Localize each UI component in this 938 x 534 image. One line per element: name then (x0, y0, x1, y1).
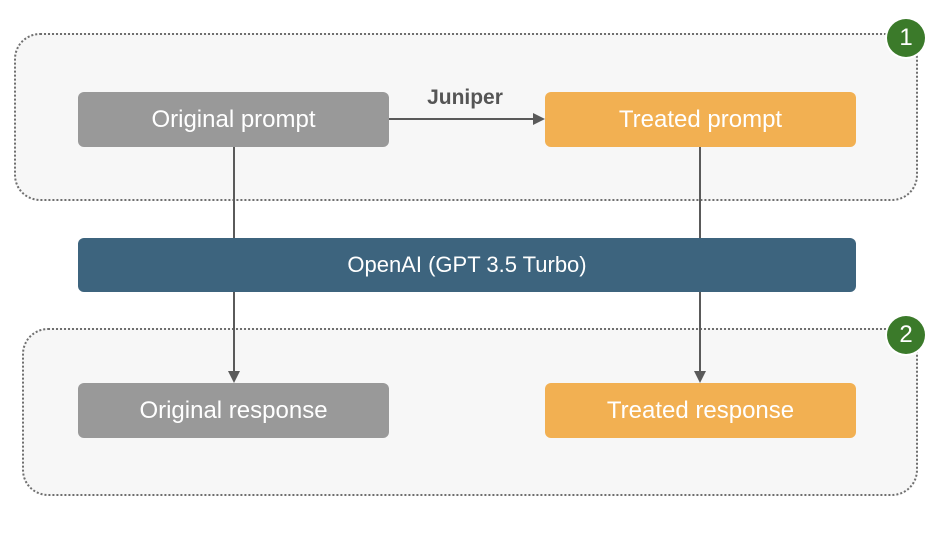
original-prompt-label: Original prompt (151, 105, 316, 133)
treated-response-node: Treated response (545, 383, 856, 438)
model-node: OpenAI (GPT 3.5 Turbo) (78, 238, 856, 292)
treated-prompt-node: Treated prompt (545, 92, 856, 147)
region-1-badge: 1 (887, 19, 925, 57)
original-response-label: Original response (139, 396, 328, 424)
juniper-label: Juniper (427, 86, 503, 109)
treated-prompt-label: Treated prompt (618, 105, 783, 133)
region-2-badge: 2 (887, 316, 925, 354)
model-label: OpenAI (GPT 3.5 Turbo) (347, 252, 587, 277)
original-response-node: Original response (78, 383, 389, 438)
treated-response-label: Treated response (606, 396, 795, 424)
original-prompt-node: Original prompt (78, 92, 389, 147)
